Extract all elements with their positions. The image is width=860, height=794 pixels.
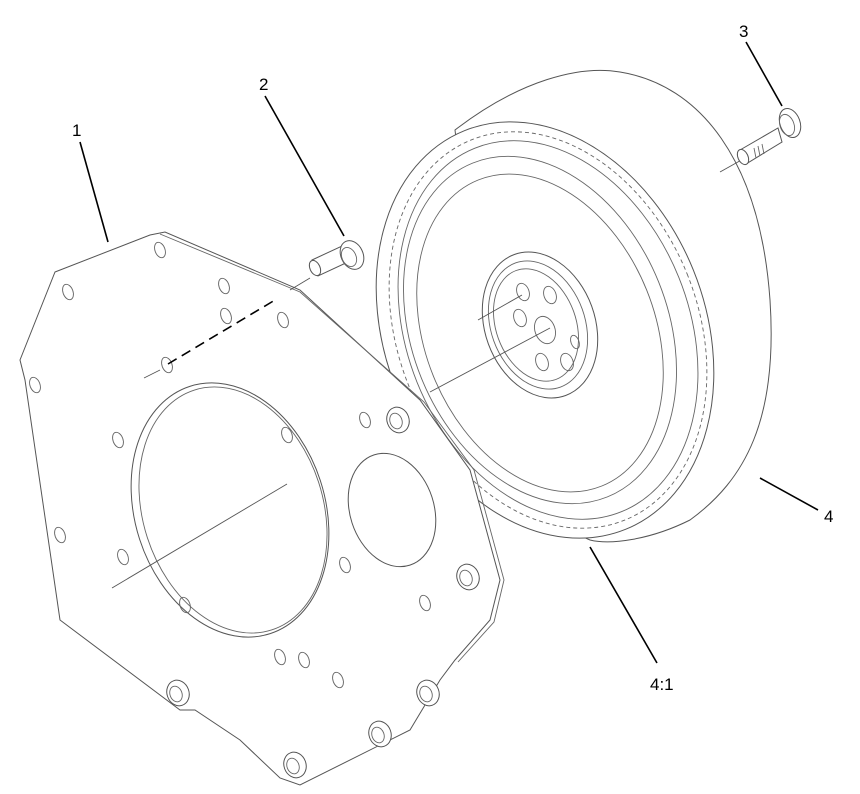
leader-1 [79, 141, 109, 243]
flywheel [375, 69, 772, 543]
callout-2: 2 [259, 75, 268, 94]
callout-3: 3 [739, 22, 748, 41]
leader-3 [745, 41, 783, 107]
alignment-line [167, 299, 276, 365]
leader-4 [759, 477, 819, 511]
callout-4-1: 4:1 [650, 675, 674, 694]
adapter-plate [19, 231, 505, 786]
dowel-bolt [289, 240, 365, 291]
callout-4: 4 [824, 507, 833, 526]
callout-1: 1 [72, 121, 81, 140]
flywheel-bolt [736, 107, 802, 166]
leader-2 [264, 95, 345, 237]
leader-4-1 [589, 546, 658, 664]
